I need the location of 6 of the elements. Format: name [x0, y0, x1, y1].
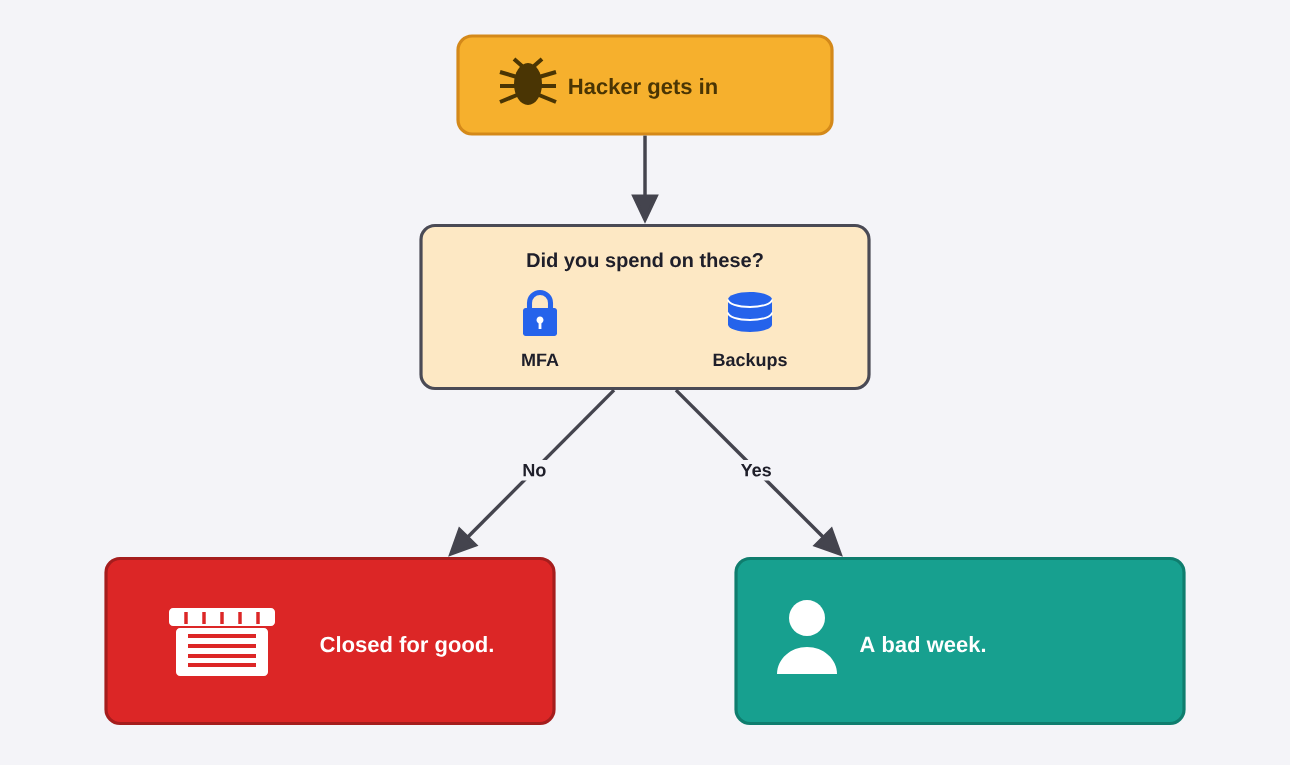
option-label: Backups	[713, 352, 787, 370]
outcome-box: Closed for good.	[104, 556, 556, 726]
outcome-box: A bad week.	[734, 556, 1186, 726]
edge-label: No	[518, 459, 551, 481]
option-label: MFA	[522, 353, 559, 366]
start-box: Hacker gets in	[456, 34, 834, 136]
